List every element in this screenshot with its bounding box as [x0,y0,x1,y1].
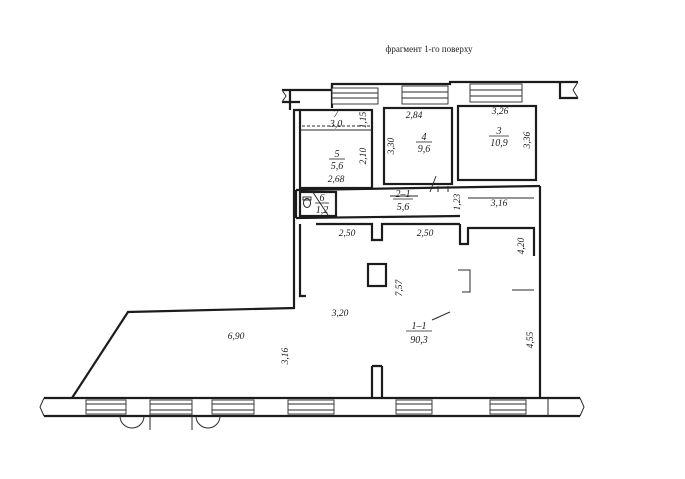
room-2-1-number: 2–1 [396,189,411,200]
room-7-number: 7 [334,109,340,120]
plan-title: фрагмент 1-го поверху [386,44,473,54]
dim-3-16-top: 3,16 [490,199,508,209]
dim-3-36: 3,36 [523,131,533,149]
room-6-number: 6 [320,193,325,204]
room-3-number: 3 [496,126,502,137]
bottom-window-4 [287,399,335,415]
bottom-window-5 [395,399,433,415]
dim-2-50-left: 2,50 [339,229,356,239]
room-5-number: 5 [335,149,340,160]
room-1-1-number: 1–1 [412,321,427,332]
bottom-window-6 [489,399,527,415]
room-6-area: 1,2 [316,205,329,216]
dim-2-84: 2,84 [406,111,423,121]
dim-2-68: 2,68 [328,175,345,185]
dim-4-55: 4,55 [526,331,536,348]
entrance-steps-left [119,414,221,430]
top-window-1 [331,87,379,105]
toilet-icon [302,196,312,208]
main-hall-walls [71,108,542,399]
dim-1-23: 1,23 [453,193,463,210]
dim-3-20: 3,20 [331,309,349,319]
upper-rooms-walls [294,104,541,220]
room-4-area: 9,6 [418,144,431,155]
bottom-window-2 [149,399,193,415]
dim-3-30: 3,30 [387,137,397,155]
dim-2-50-right: 2,50 [417,229,434,239]
top-window-2 [401,85,449,105]
room-labels: 7 3,0 5 5,6 4 9,6 3 10,9 6 1,2 2–1 5,6 1… [315,109,509,346]
room-7-area: 3,0 [329,119,343,130]
dimension-labels: 1,15 2,84 3,26 3,30 3,36 2,10 2,68 1,23 … [228,107,536,365]
room-3-area: 10,9 [490,138,508,149]
bottom-window-3 [211,399,255,415]
dim-6-90: 6,90 [228,332,245,342]
dimension-lines [311,190,534,321]
top-window-3 [469,83,523,103]
room-4-number: 4 [422,132,427,143]
bottom-exterior-wall [39,396,585,418]
bottom-window-1 [85,399,127,415]
room-5-area: 5,6 [331,161,344,172]
dim-3-16-side: 3,16 [281,347,291,365]
dim-1-15: 1,15 [359,111,369,128]
dim-3-26: 3,26 [491,107,509,117]
dim-2-10: 2,10 [359,147,369,164]
room-2-1-area: 5,6 [397,202,410,213]
room-1-1-area: 90,3 [410,335,428,346]
dim-4-20: 4,20 [517,237,527,254]
dim-7-57: 7,57 [395,278,405,296]
